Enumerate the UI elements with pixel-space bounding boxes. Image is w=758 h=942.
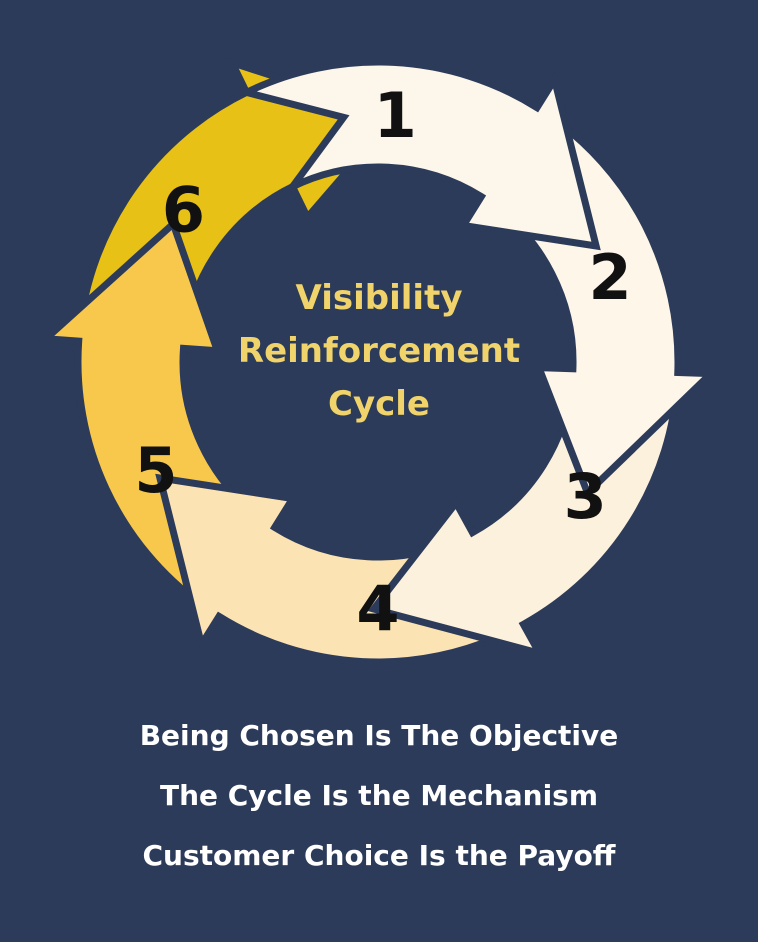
- cycle-arrow-1: [236, 58, 601, 251]
- cycle-arrows: [37, 56, 720, 666]
- cycle-diagram: 1 2 3 4 5 6: [37, 56, 720, 666]
- cycle-step-3-label: 3: [564, 460, 607, 533]
- taglines: Being Chosen Is The Objective The Cycle …: [0, 708, 758, 888]
- tagline-mechanism: The Cycle Is the Mechanism: [159, 779, 599, 812]
- center-title: Visibility Reinforcement Cycle: [229, 272, 529, 431]
- cycle-step-2-label: 2: [589, 241, 632, 314]
- cycle-step-5-label: 5: [134, 434, 177, 507]
- cycle-step-1-label: 1: [374, 79, 417, 152]
- tagline-objective: Being Chosen Is The Objective: [139, 719, 619, 752]
- center-title-line-2: Reinforcement: [237, 331, 521, 371]
- cycle-labels: 1 2 3 4 5 6: [134, 79, 631, 645]
- center-title-line-3: Cycle: [328, 384, 430, 424]
- cycle-step-4-label: 4: [356, 573, 399, 646]
- center-title-line-1: Visibility: [295, 278, 463, 318]
- tagline-payoff: Customer Choice Is the Payoff: [142, 839, 616, 872]
- cycle-step-6-label: 6: [162, 173, 205, 246]
